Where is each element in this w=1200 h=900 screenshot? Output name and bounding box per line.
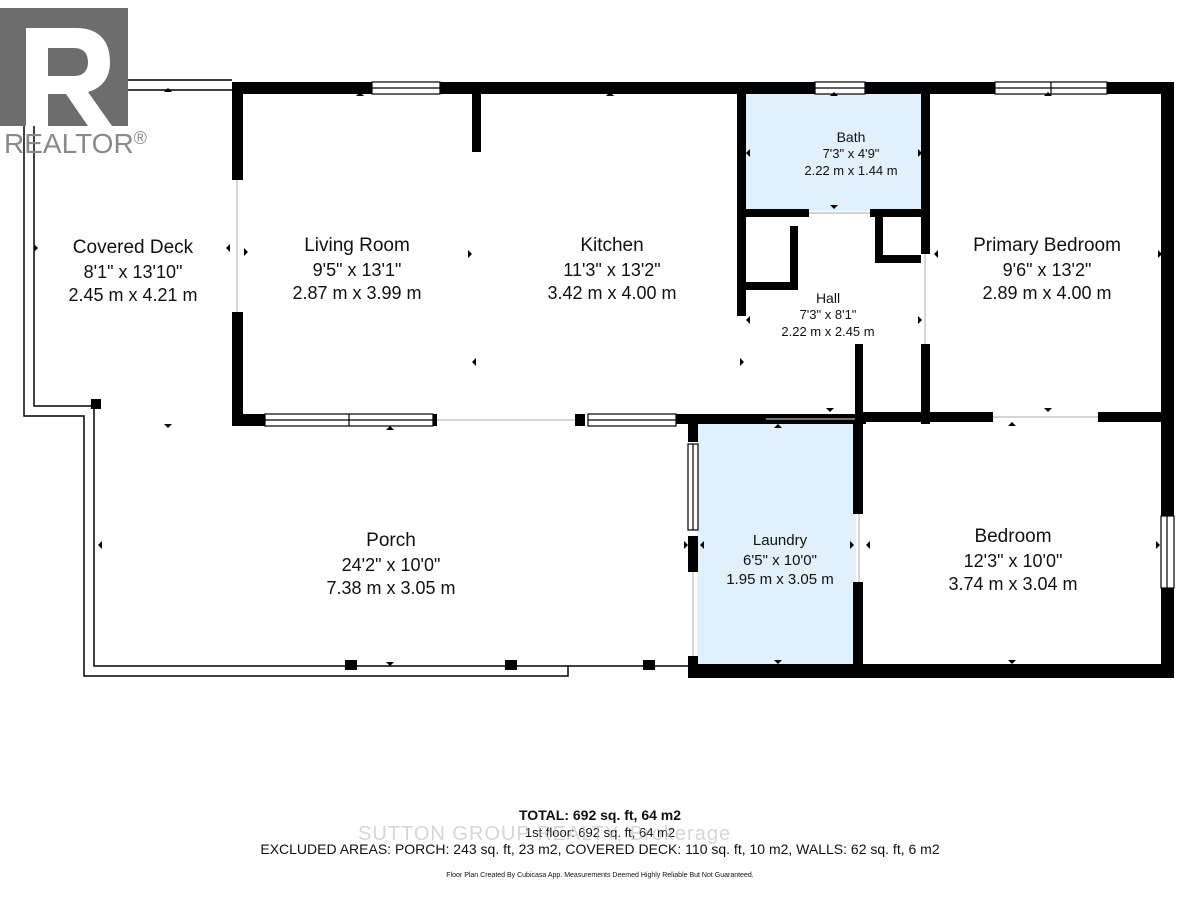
floor-plan-credit: Floor Plan Created By Cubicasa App. Meas… bbox=[446, 872, 754, 879]
brokerage-watermark: SUTTON GROUP REALTY, Brokerage bbox=[358, 823, 732, 845]
room-name: Bath bbox=[836, 129, 866, 145]
room-metric: 3.42 m x 4.00 m bbox=[547, 283, 677, 304]
realtor-logo-mark bbox=[0, 8, 128, 126]
room-metric: 3.74 m x 3.04 m bbox=[948, 574, 1078, 595]
room-label-hall: Hall 7'3" x 8'1" 2.22 m x 2.45 m bbox=[781, 289, 874, 341]
room-label-primary-bedroom: Primary Bedroom 9'6" x 13'2" 2.89 m x 4.… bbox=[973, 234, 1121, 305]
room-imperial: 9'6" x 13'2" bbox=[1002, 259, 1092, 280]
room-name: Hall bbox=[815, 290, 841, 306]
room-imperial: 24'2" x 10'0" bbox=[341, 554, 441, 575]
room-name: Bedroom bbox=[974, 526, 1052, 547]
room-label-porch: Porch 24'2" x 10'0" 7.38 m x 3.05 m bbox=[326, 529, 455, 600]
room-imperial: 12'3" x 10'0" bbox=[963, 550, 1063, 571]
room-metric: 2.22 m x 1.44 m bbox=[804, 163, 898, 179]
room-imperial: 7'3" x 8'1" bbox=[799, 307, 857, 323]
dimension-markers bbox=[34, 88, 1162, 666]
excluded-areas: EXCLUDED AREAS: PORCH: 243 sq. ft, 23 m2… bbox=[260, 841, 940, 857]
room-name: Covered Deck bbox=[72, 237, 194, 258]
room-metric: 1.95 m x 3.05 m bbox=[726, 571, 834, 588]
windows bbox=[264, 81, 1175, 589]
room-name: Living Room bbox=[304, 235, 410, 256]
first-floor-area: 1st floor: 692 sq. ft, 64 m2 bbox=[524, 825, 676, 840]
room-label-covered-deck: Covered Deck 8'1" x 13'10" 2.45 m x 4.21… bbox=[68, 236, 197, 307]
bath-fill bbox=[743, 94, 923, 211]
room-metric: 2.22 m x 2.45 m bbox=[781, 324, 875, 340]
room-imperial: 8'1" x 13'10" bbox=[83, 261, 183, 282]
floor-plan-footer: TOTAL: 692 sq. ft, 64 m2 1st floor: 692 … bbox=[0, 806, 1200, 884]
total-area: TOTAL: 692 sq. ft, 64 m2 bbox=[518, 807, 682, 823]
room-metric: 2.89 m x 4.00 m bbox=[982, 283, 1112, 304]
room-label-kitchen: Kitchen 11'3" x 13'2" 3.42 m x 4.00 m bbox=[547, 234, 676, 305]
openings bbox=[236, 180, 1098, 656]
room-name: Porch bbox=[366, 530, 416, 551]
realtor-logo: REALTOR® bbox=[0, 0, 147, 165]
room-imperial: 6'5" x 10'0" bbox=[743, 551, 817, 569]
room-metric: 2.87 m x 3.99 m bbox=[292, 283, 422, 304]
room-imperial: 11'3" x 13'2" bbox=[563, 259, 661, 280]
room-label-bath: Bath 7'3" x 4'9" 2.22 m x 1.44 m bbox=[804, 128, 897, 180]
room-name: Laundry bbox=[752, 532, 808, 549]
room-name: Kitchen bbox=[580, 235, 644, 256]
room-imperial: 7'3" x 4'9" bbox=[822, 146, 880, 162]
realtor-r-icon bbox=[26, 28, 112, 126]
room-metric: 7.38 m x 3.05 m bbox=[326, 578, 456, 599]
room-label-bedroom: Bedroom 12'3" x 10'0" 3.74 m x 3.04 m bbox=[948, 525, 1077, 596]
laundry-fill bbox=[697, 424, 856, 666]
room-label-living-room: Living Room 9'5" x 13'1" 2.87 m x 3.99 m bbox=[292, 234, 421, 305]
room-metric: 2.45 m x 4.21 m bbox=[68, 285, 198, 306]
realtor-logo-text: REALTOR® bbox=[4, 128, 147, 159]
room-label-laundry: Laundry 6'5" x 10'0" 1.95 m x 3.05 m bbox=[726, 531, 834, 590]
room-imperial: 9'5" x 13'1" bbox=[312, 259, 402, 280]
room-name: Primary Bedroom bbox=[973, 235, 1121, 256]
